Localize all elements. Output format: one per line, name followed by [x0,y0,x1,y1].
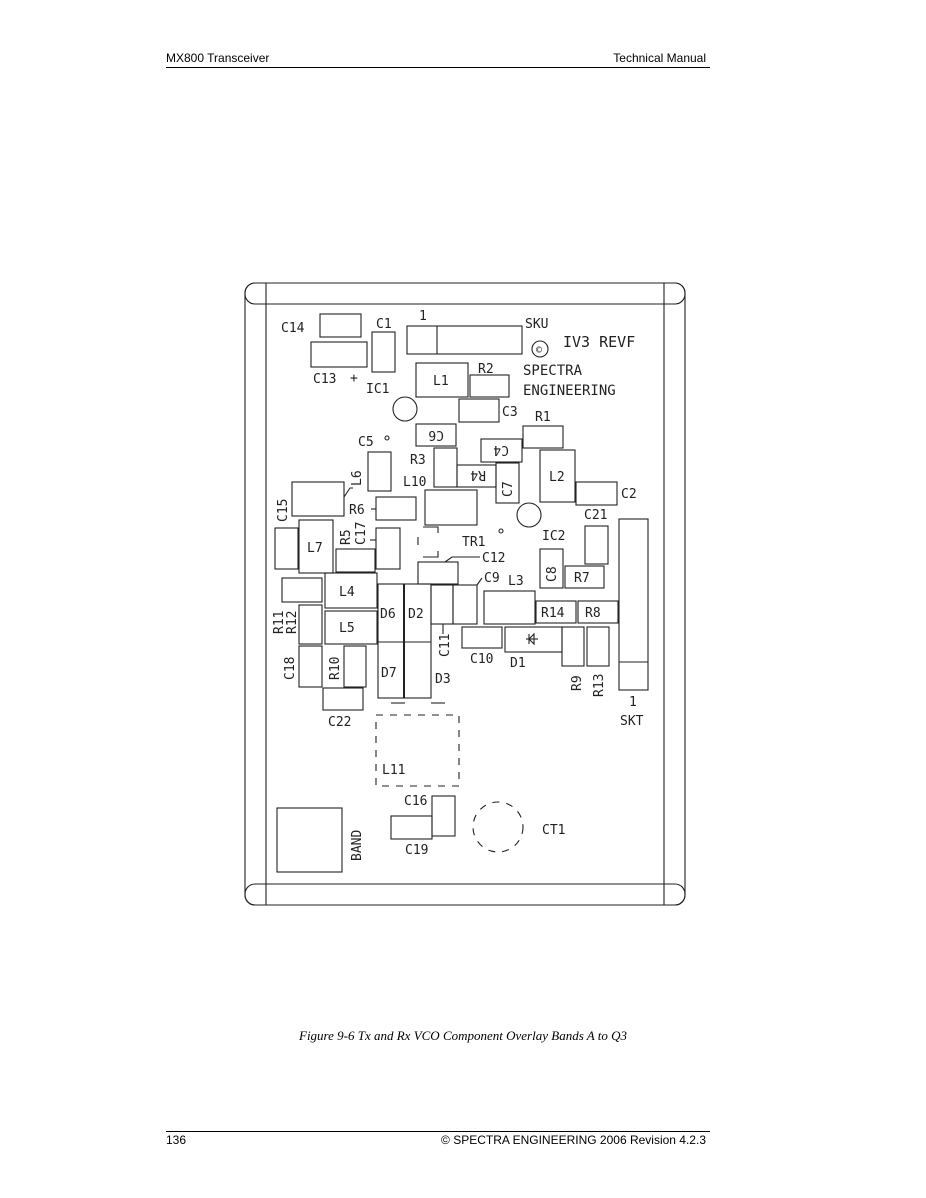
label-c5: C5 [358,435,374,450]
component-labels: C14 C13 + C1 IC1 1 SKU © IV3 REVF SPECTR… [272,309,644,861]
figure-caption: Figure 9-6 Tx and Rx VCO Component Overl… [299,1028,627,1043]
label-d2: D2 [408,607,424,622]
label-c1: C1 [376,317,392,332]
label-d3: D3 [435,672,451,687]
label-r6: R6 [349,503,365,518]
label-l1: L1 [433,374,449,389]
label-c14: C14 [281,321,305,336]
label-c6: C6 [428,427,444,442]
label-engineering: ENGINEERING [523,383,616,399]
label-c9: C9 [484,571,500,586]
label-r4: R4 [470,467,486,482]
label-pin1: 1 [419,309,427,324]
header-title: MX800 Transceiver [166,51,270,65]
label-c18: C18 [283,657,298,680]
label-r5: R5 [339,529,354,545]
label-d1: D1 [510,656,526,671]
label-ic2: IC2 [542,529,565,544]
label-r14: R14 [541,606,565,621]
label-c3: C3 [502,405,518,420]
label-c13: C13 [313,372,336,387]
label-l2: L2 [549,470,565,485]
label-r1: R1 [535,410,551,425]
label-spectra: SPECTRA [523,363,583,379]
label-c2: C2 [621,487,637,502]
header-rule [166,67,710,68]
label-r13: R13 [592,674,607,697]
label-r10: R10 [328,657,343,680]
label-c22: C22 [328,715,351,730]
label-plus: + [350,371,358,386]
component-outlines [274,313,649,873]
label-band: BAND [350,830,365,861]
label-r11: R11 [272,611,287,634]
label-r8: R8 [585,606,601,621]
label-l10: L10 [403,475,426,490]
label-skt: SKT [620,714,644,729]
label-c11: C11 [438,634,453,657]
label-ct1: CT1 [542,823,565,838]
label-l4: L4 [339,585,355,600]
label-c8: C8 [545,566,560,582]
label-ic1: IC1 [366,382,389,397]
label-skt-pin1: 1 [629,695,637,710]
label-l3: L3 [508,574,524,589]
diode-symbol-icon [526,632,538,646]
label-c16: C16 [404,794,427,809]
label-l11: L11 [382,763,405,778]
label-d6: D6 [380,607,396,622]
label-c12: C12 [482,551,505,566]
label-c15: C15 [276,499,291,522]
label-l5: L5 [339,621,355,636]
label-r9: R9 [570,675,585,691]
label-sku: SKU [525,317,548,332]
label-c21: C21 [584,508,607,523]
footer-rule [166,1131,710,1132]
label-l7: L7 [307,541,323,556]
label-c7: C7 [501,481,516,497]
label-c4: C4 [493,442,509,457]
label-r2: R2 [478,362,494,377]
label-r7: R7 [574,571,590,586]
label-l6: L6 [350,470,365,486]
page-number: 136 [166,1133,187,1147]
footer-copyright: © SPECTRA ENGINEERING 2006 Revision 4.2.… [441,1133,706,1147]
header-manual: Technical Manual [613,51,706,65]
label-d7: D7 [381,666,397,681]
board-outline [244,282,686,906]
label-r12: R12 [285,611,300,634]
label-c17: C17 [354,522,369,545]
label-r3: R3 [410,453,426,468]
label-tr1: TR1 [462,535,485,550]
label-c19: C19 [405,843,428,858]
label-revision: IV3 REVF [563,333,635,351]
copyright-symbol: © [536,345,543,356]
label-c10: C10 [470,652,493,667]
